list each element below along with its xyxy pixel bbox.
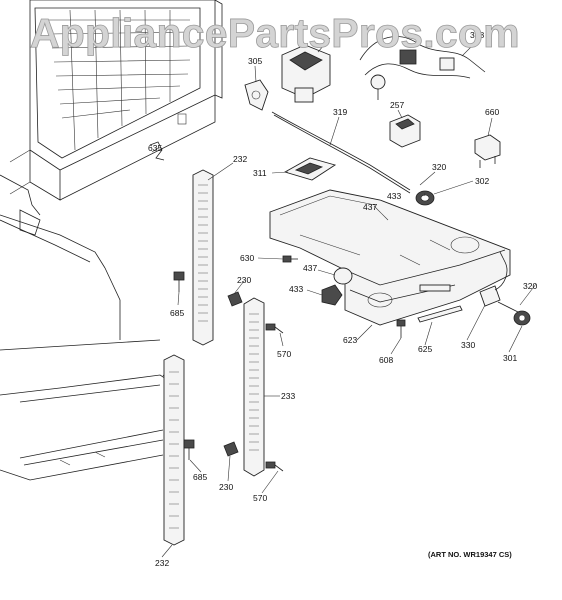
part-433-socket-lower [321,284,343,306]
part-660-thermistor [474,134,501,168]
part-635-hook [149,141,165,161]
part-685-screw-upper [173,271,185,292]
label-635: 635 [148,143,162,153]
part-685-screw-lower [183,439,195,460]
part-318-wire-harness [359,36,486,100]
art-number: (ART NO. WR19347 CS) [428,550,512,559]
part-311-damper [283,157,337,181]
label-230-bottom: 230 [219,482,233,492]
part-623-light-housing [269,189,511,326]
label-685-bottom: 685 [193,472,207,482]
label-301: 301 [503,353,517,363]
label-433-top: 433 [387,191,401,201]
label-232-top: 232 [233,154,247,164]
label-319: 319 [333,107,347,117]
label-311: 311 [253,168,267,178]
label-318: 318 [470,30,484,40]
label-570-bottom: 570 [253,493,267,503]
label-230-top: 230 [237,275,251,285]
label-623: 623 [343,335,357,345]
part-319-cable [271,111,411,194]
label-305: 305 [248,56,262,66]
label-320-top: 320 [432,162,446,172]
part-232-rail-lower [163,354,185,546]
part-257-relay [389,114,421,148]
part-230-clip-upper [227,291,243,307]
part-233-rail [243,297,265,477]
label-232-bottom: 232 [155,558,169,568]
cabinet-left-wall [0,174,169,481]
label-320-right: 320 [523,281,537,291]
part-625-lens [417,305,463,323]
part-608-screw [396,319,406,338]
label-660: 660 [485,107,499,117]
watermark: AppliancePartsPros.com [30,10,520,56]
cabinet-upper-shelf [9,0,223,201]
label-570-top: 570 [277,349,291,359]
part-305-bracket [244,79,269,111]
part-301-knob [497,301,531,326]
label-625: 625 [418,344,432,354]
label-233: 233 [281,391,295,401]
part-433-socket-upper [415,190,435,206]
part-570-screw-upper [265,323,284,334]
label-685-top: 685 [170,308,184,318]
label-257: 257 [390,100,404,110]
label-437-top: 437 [363,202,377,212]
part-232-rail-upper [192,169,214,346]
part-labels: 305 319 318 257 660 635 232 311 320 433 … [148,30,537,568]
part-control-module [281,44,331,103]
label-608: 608 [379,355,393,365]
part-437-bulb-lower [333,267,353,285]
part-570-screw-lower [265,461,284,472]
label-433-mid: 433 [289,284,303,294]
part-330-switch [479,251,508,307]
label-630: 630 [240,253,254,263]
part-230-clip-lower [223,441,239,457]
label-302: 302 [475,176,489,186]
label-330: 330 [461,340,475,350]
part-630-screw [282,255,298,263]
leader-lines [151,37,537,558]
label-437-mid: 437 [303,263,317,273]
